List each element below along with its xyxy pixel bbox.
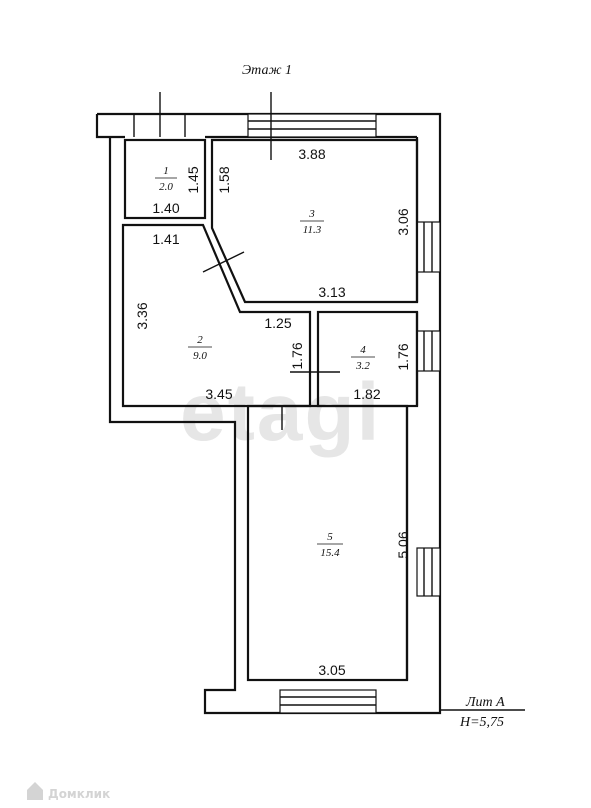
window-bottom xyxy=(279,689,377,714)
dim-r2-top-right: 1.25 xyxy=(264,315,291,331)
room-label-2: 2 9.0 xyxy=(188,334,212,362)
room-3 xyxy=(210,138,419,304)
dim-r1-width: 1.40 xyxy=(152,200,179,216)
room-label-4: 4 3.2 xyxy=(351,344,375,372)
room-1 xyxy=(123,138,207,220)
dim-r3-top: 3.88 xyxy=(298,146,325,162)
dim-r2-right: 1.76 xyxy=(289,342,305,369)
house-icon xyxy=(27,782,43,800)
watermark: etagi xyxy=(180,367,381,458)
dim-r4-right: 1.76 xyxy=(395,343,411,370)
dim-r1-height: 1.45 xyxy=(185,166,201,193)
svg-text:3.2: 3.2 xyxy=(355,360,370,372)
dim-r2-left: 3.36 xyxy=(134,302,150,329)
svg-text:3: 3 xyxy=(308,208,315,220)
window-room4 xyxy=(416,330,441,372)
svg-text:15.4: 15.4 xyxy=(320,547,340,559)
room-5 xyxy=(246,404,409,682)
dim-r5-bottom: 3.05 xyxy=(318,662,345,678)
dim-r3-right: 3.06 xyxy=(395,208,411,235)
svg-text:Домклик: Домклик xyxy=(48,787,110,801)
dim-r2-top-left: 1.41 xyxy=(152,231,179,247)
svg-text:1: 1 xyxy=(163,165,169,177)
room-label-3: 3 11.3 xyxy=(300,208,324,236)
room-2 xyxy=(121,223,312,408)
dim-r3-left: 1.58 xyxy=(216,166,232,193)
lit-label: Лит А xyxy=(465,695,505,710)
dim-r5-right: 5.06 xyxy=(395,531,411,558)
room-label-5: 5 15.4 xyxy=(317,531,343,559)
door-room2-room3 xyxy=(202,251,245,273)
svg-text:9.0: 9.0 xyxy=(193,350,207,362)
window-room5-right xyxy=(416,547,441,597)
svg-text:4: 4 xyxy=(360,344,366,356)
svg-text:2: 2 xyxy=(197,334,203,346)
svg-text:2.0: 2.0 xyxy=(159,181,173,193)
floor-label: Этаж 1 xyxy=(242,63,292,78)
window-top xyxy=(247,113,377,138)
window-room3 xyxy=(416,221,441,273)
logo: Домклик xyxy=(27,782,110,801)
svg-text:11.3: 11.3 xyxy=(303,224,322,236)
dim-r4-bottom: 1.82 xyxy=(353,386,380,402)
svg-text:5: 5 xyxy=(327,531,333,543)
dim-r2-bottom: 3.45 xyxy=(205,386,232,402)
height-label: Н=5,75 xyxy=(459,715,504,730)
room-label-1: 1 2.0 xyxy=(155,165,177,193)
dim-r3-bottom: 3.13 xyxy=(318,284,345,300)
